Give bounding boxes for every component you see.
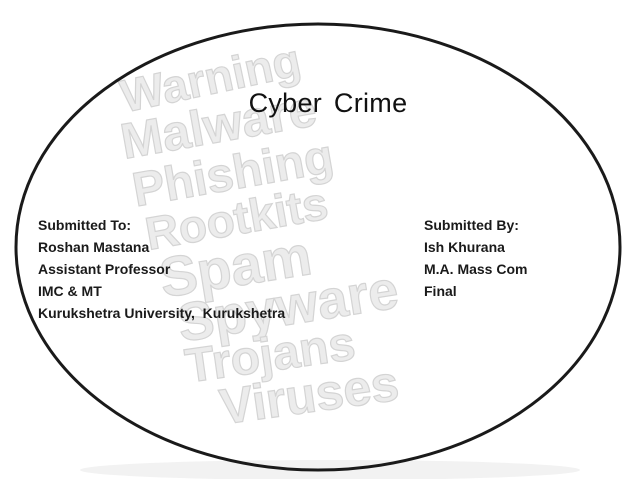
slide-title: Cyber Crime (248, 88, 408, 118)
submitted-to-designation: Assistant Professor (38, 261, 171, 277)
submitted-to-block: Submitted To: Roshan Mastana Assistant P… (38, 214, 285, 324)
submitted-by-name: Ish Khurana (424, 239, 505, 255)
submitted-to-university: Kurukshetra University, Kurukshetra (38, 305, 286, 321)
submitted-by-course: M.A. Mass Com (424, 261, 528, 277)
submitted-to-name: Roshan Mastana (38, 239, 150, 255)
submitted-to-department: IMC & MT (38, 283, 102, 299)
submitted-by-block: Submitted By: Ish Khurana M.A. Mass Com … (424, 214, 527, 302)
submitted-to-heading: Submitted To: (38, 217, 132, 233)
submitted-by-heading: Submitted By: (424, 217, 519, 233)
submitted-by-year: Final (424, 283, 457, 299)
